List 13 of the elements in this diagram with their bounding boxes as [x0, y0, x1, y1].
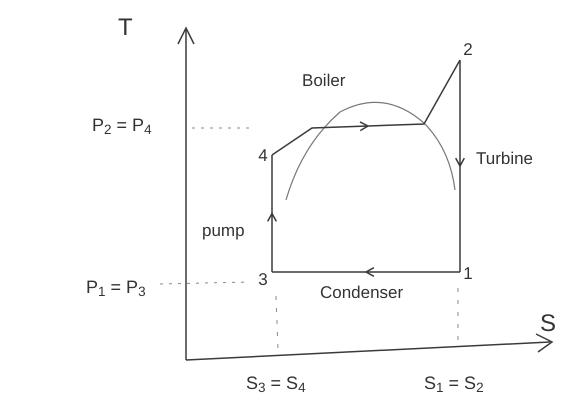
axis-label: S — [540, 312, 556, 336]
state-point-number: 3 — [254, 268, 272, 290]
state-point-number: 4 — [254, 144, 272, 166]
axis-label: T — [118, 16, 133, 40]
state-point-number: 1 — [460, 262, 476, 284]
edge-label: Turbine — [474, 150, 536, 167]
state-value-label: P$_{2}$ = P$_{4}$ — [92, 116, 152, 134]
edge-label: Boiler — [300, 72, 348, 89]
state-value-label: S$_{1}$ = S$_{2}$ — [424, 374, 484, 392]
state-value-label: P$_{1}$ = P$_{3}$ — [86, 278, 146, 296]
state-value-label: S$_{3}$ = S$_{4}$ — [246, 374, 306, 392]
edge-label: Condenser — [318, 284, 406, 301]
state-point-number: 2 — [460, 38, 476, 60]
